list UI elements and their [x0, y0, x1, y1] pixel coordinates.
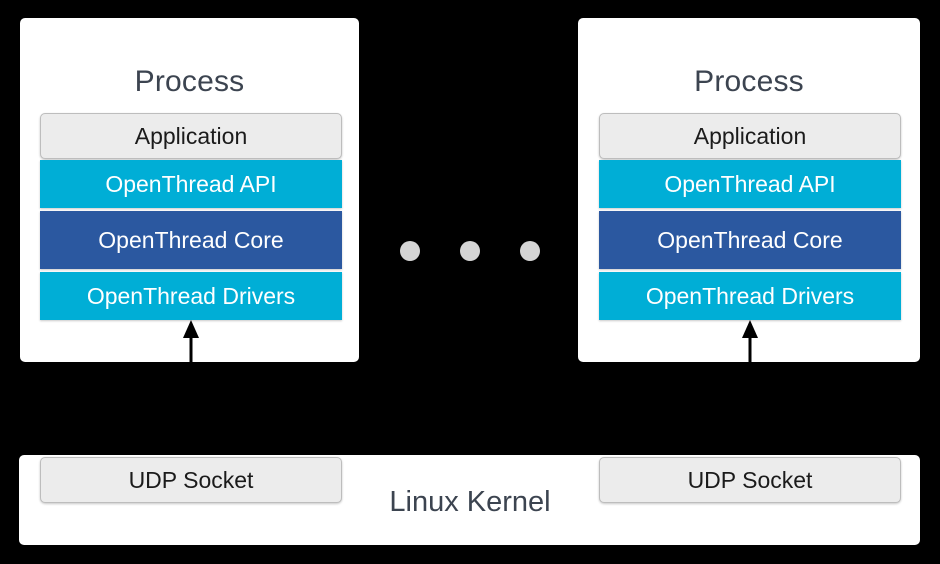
layer-label: OpenThread Drivers [86, 282, 296, 309]
layer-openthread-core-left: OpenThread Core [40, 211, 342, 269]
udp-socket-left: UDP Socket [40, 457, 342, 503]
layer-openthread-drivers-right: OpenThread Drivers [599, 272, 901, 320]
layer-label: OpenThread Core [98, 226, 284, 253]
layer-label: OpenThread Drivers [645, 282, 855, 309]
udp-socket-right: UDP Socket [599, 457, 901, 503]
process-title-left: Process [134, 65, 245, 98]
layer-label: OpenThread API [105, 170, 277, 197]
layer-label: Application [134, 122, 248, 149]
udp-socket-label: UDP Socket [687, 466, 813, 493]
layer-label: OpenThread API [664, 170, 836, 197]
arrow-up-right [742, 320, 758, 366]
kernel-title: Linux Kernel [389, 486, 551, 518]
layer-application-left: Application [40, 113, 342, 159]
layer-openthread-api-left: OpenThread API [40, 160, 342, 208]
arrow-up-left [183, 320, 199, 366]
layer-openthread-drivers-left: OpenThread Drivers [40, 272, 342, 320]
ellipsis-dot-3 [520, 241, 540, 261]
process-title-right: Process [694, 65, 804, 98]
layer-label: Application [693, 122, 807, 149]
layer-application-right: Application [599, 113, 901, 159]
layer-label: OpenThread Core [657, 226, 843, 253]
layer-openthread-api-right: OpenThread API [599, 160, 901, 208]
layer-openthread-core-right: OpenThread Core [599, 211, 901, 269]
udp-socket-label: UDP Socket [128, 466, 254, 493]
ellipsis-dot-2 [460, 241, 480, 261]
ellipsis-dot-1 [400, 241, 420, 261]
